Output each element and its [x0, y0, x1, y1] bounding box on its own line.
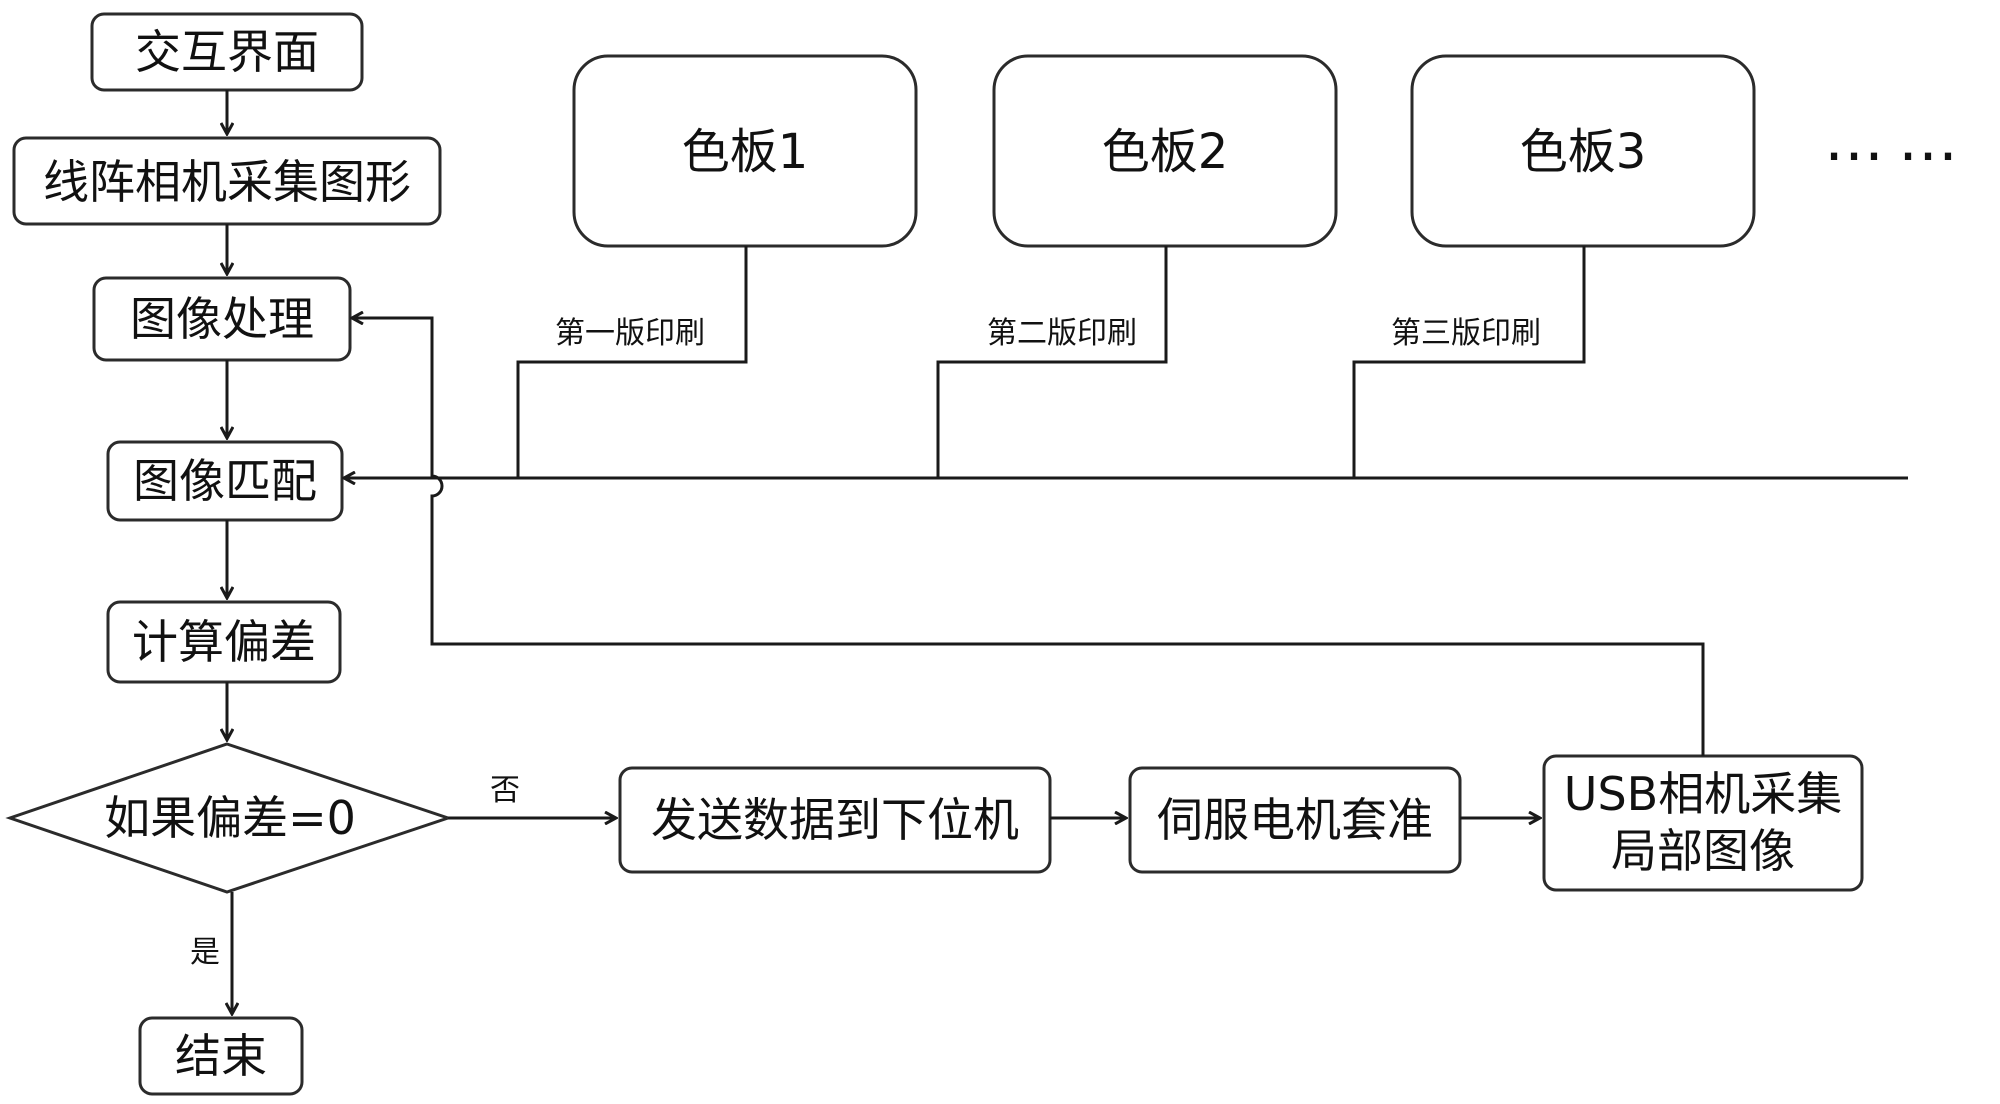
edge-plate-2-line — [936, 246, 1168, 478]
edge-usb-processing — [352, 318, 1705, 756]
plate-3: 色板3 — [1410, 54, 1756, 248]
node-usb: USB相机采集 局部图像 — [1542, 754, 1864, 892]
node-interface: 交互界面 — [90, 12, 364, 92]
node-deviation-label: 计算偏差 — [132, 615, 316, 669]
node-decision-label: 如果偏差=0 — [104, 791, 356, 845]
edge-plate-1-line — [516, 246, 748, 478]
plate-3-label: 色板3 — [1520, 124, 1647, 180]
edge-yes-label: 是 — [190, 935, 220, 970]
node-decision: 如果偏差=0 — [5, 742, 453, 894]
more-plates-ellipsis: …… — [1824, 105, 1972, 175]
plate-2: 色板2 — [992, 54, 1338, 248]
node-end-label: 结束 — [175, 1029, 267, 1083]
node-end: 结束 — [138, 1016, 304, 1096]
plate-2-label: 色板2 — [1102, 124, 1229, 180]
node-send: 发送数据到下位机 — [618, 766, 1052, 874]
node-capture: 线阵相机采集图形 — [12, 136, 442, 226]
plate-1: 色板1 — [572, 54, 918, 248]
edge-no-label: 否 — [490, 773, 520, 808]
plate-1-print-label: 第一版印刷 — [555, 316, 705, 351]
node-processing: 图像处理 — [92, 276, 352, 362]
node-usb-label-2: 局部图像 — [1611, 824, 1795, 878]
node-matching: 图像匹配 — [106, 440, 344, 522]
node-usb-label-1: USB相机采集 — [1564, 767, 1842, 821]
node-servo: 伺服电机套准 — [1128, 766, 1462, 874]
edge-plate-3-line — [1352, 246, 1586, 478]
node-interface-label: 交互界面 — [135, 25, 319, 79]
node-servo-label: 伺服电机套准 — [1157, 793, 1433, 847]
plate-3-print-label: 第三版印刷 — [1391, 316, 1541, 351]
node-processing-label: 图像处理 — [130, 292, 314, 346]
node-capture-label: 线阵相机采集图形 — [43, 155, 411, 209]
plate-1-label: 色板1 — [682, 124, 809, 180]
node-matching-label: 图像匹配 — [133, 454, 317, 508]
node-deviation: 计算偏差 — [106, 600, 342, 684]
plate-2-print-label: 第二版印刷 — [987, 316, 1137, 351]
node-send-label: 发送数据到下位机 — [651, 793, 1019, 847]
